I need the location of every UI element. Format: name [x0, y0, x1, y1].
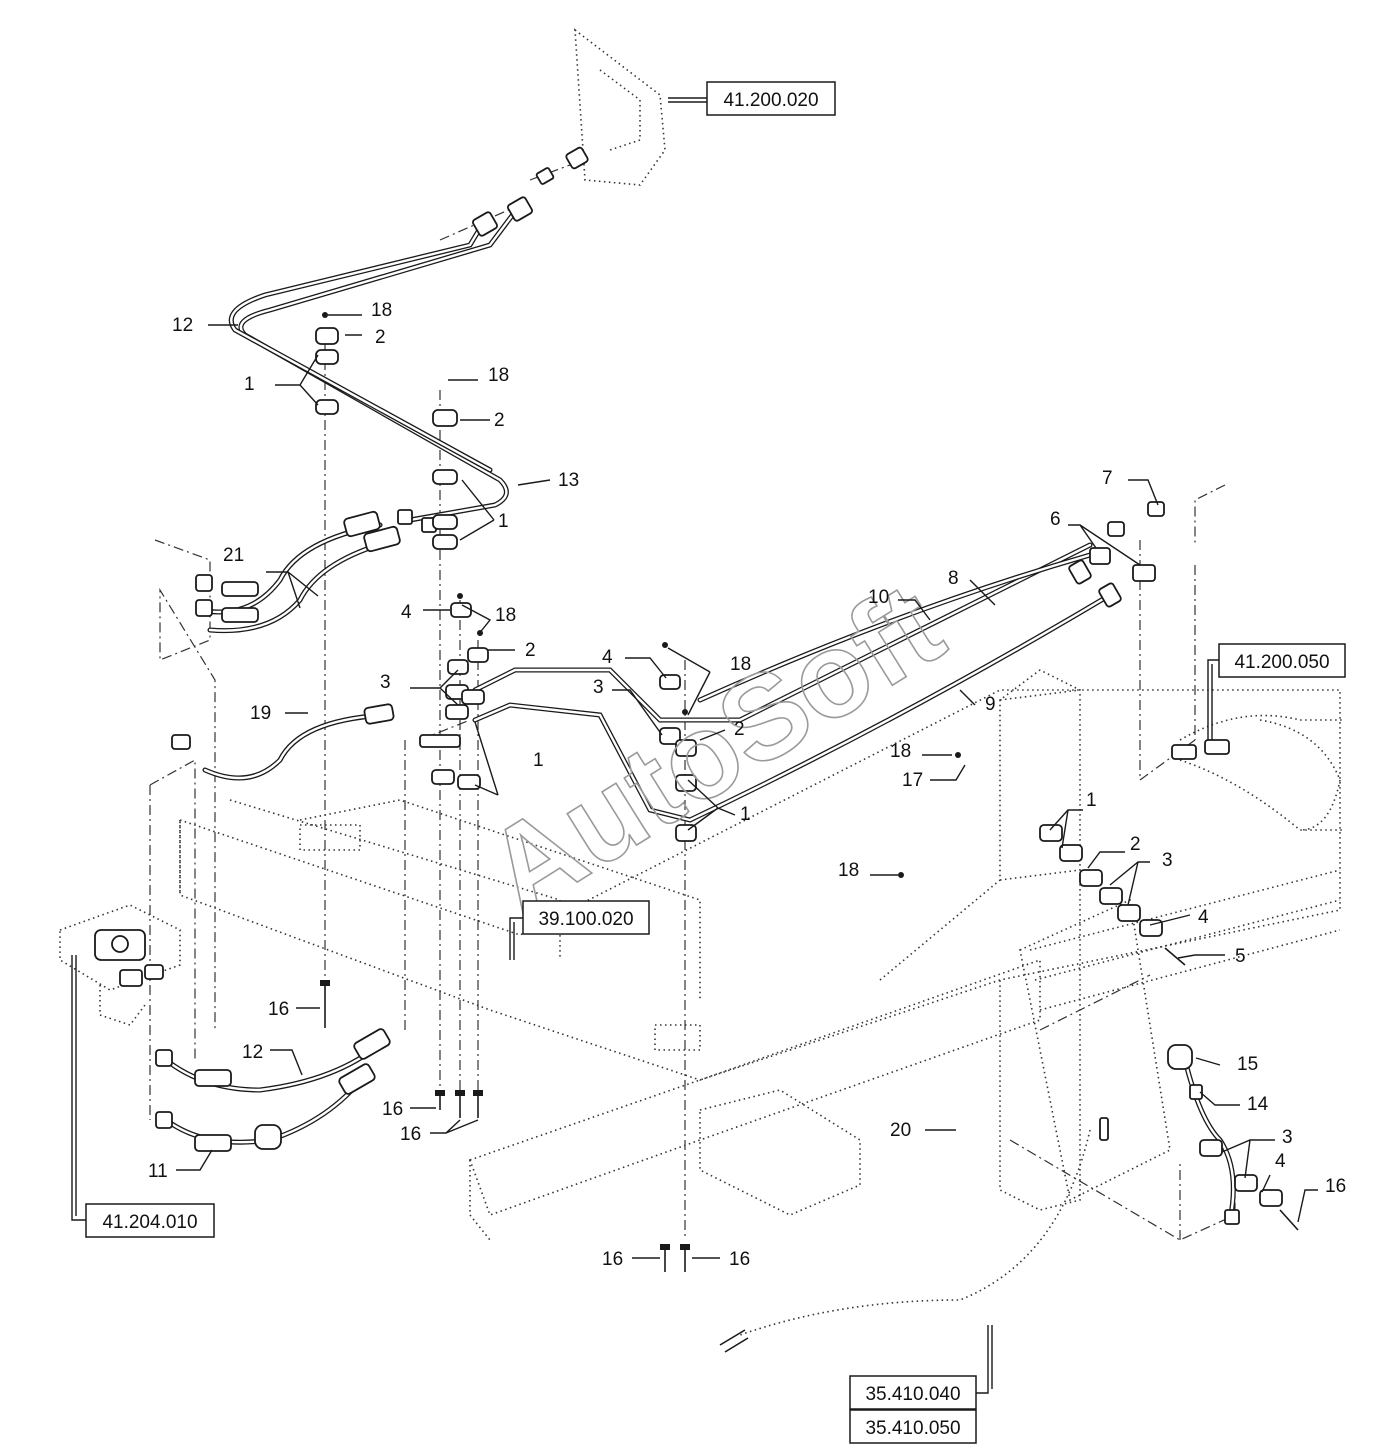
callout-number: 9 [985, 694, 996, 715]
callout-number: 1 [533, 750, 544, 771]
fittings-upper [119, 146, 1240, 1225]
callout-number: 1 [498, 511, 509, 532]
callout-number: 16 [400, 1124, 421, 1145]
callout-number: 1 [244, 374, 255, 395]
reference-label: 39.100.020 [538, 909, 633, 930]
callout-number: 16 [1325, 1176, 1346, 1197]
reference-leaders [71, 97, 1219, 1394]
callout-number: 18 [730, 654, 751, 675]
callout-number: 13 [558, 470, 579, 491]
callout-number: 4 [401, 602, 412, 623]
callout-number: 16 [382, 1099, 403, 1120]
callout-number: 18 [495, 605, 516, 626]
callout-number: 16 [729, 1249, 750, 1270]
callout-number: 18 [488, 365, 509, 386]
callout-number: 4 [602, 647, 613, 668]
reference-label: 35.410.040 [865, 1384, 960, 1405]
reference-label: 41.204.010 [102, 1212, 197, 1233]
callout-number: 21 [223, 545, 244, 566]
leader-lines [176, 314, 1318, 1259]
reference-label: 41.200.050 [1234, 652, 1329, 673]
callout-number: 16 [602, 1249, 623, 1270]
callout-number: 12 [242, 1042, 263, 1063]
callout-number: 14 [1247, 1094, 1269, 1115]
reference-box-35-410-050[interactable]: 35.410.050 [849, 1409, 977, 1444]
callout-number: 18 [890, 741, 911, 762]
bolts [320, 312, 1299, 1272]
callout-number: 2 [525, 640, 536, 661]
reference-box-41-200-020[interactable]: 41.200.020 [706, 81, 836, 116]
callout-number: 8 [948, 568, 959, 589]
callout-number: 3 [380, 672, 391, 693]
reference-box-35-410-040[interactable]: 35.410.040 [849, 1375, 977, 1410]
callout-number: 17 [902, 770, 923, 791]
callout-number: 19 [250, 703, 271, 724]
callout-number: 2 [494, 410, 505, 431]
reference-box-39-100-020[interactable]: 39.100.020 [522, 900, 650, 935]
callout-number: 15 [1237, 1054, 1258, 1075]
callout-number: 3 [593, 677, 604, 698]
callout-number: 16 [268, 999, 289, 1020]
callout-labels: 12 18 2 1 18 2 13 1 21 4 18 2 3 19 1 4 1… [148, 300, 1346, 1270]
callout-number: 3 [1162, 850, 1173, 871]
callout-number: 2 [375, 327, 386, 348]
reference-box-41-204-010[interactable]: 41.204.010 [85, 1203, 215, 1238]
callout-number: 6 [1050, 509, 1061, 530]
callout-number: 2 [734, 719, 745, 740]
callout-number: 18 [838, 860, 859, 881]
callout-number: 1 [740, 804, 751, 825]
callout-number: 11 [148, 1161, 168, 1182]
callout-number: 7 [1102, 468, 1113, 489]
callout-number: 4 [1275, 1151, 1286, 1172]
callout-number: 18 [371, 300, 392, 321]
reference-label: 41.200.020 [723, 90, 818, 111]
callout-number: 5 [1235, 946, 1246, 967]
reference-label: 35.410.050 [865, 1418, 960, 1439]
callout-number: 10 [868, 587, 889, 608]
callout-number: 2 [1130, 834, 1141, 855]
callout-number: 3 [1282, 1127, 1293, 1148]
reference-box-41-200-050[interactable]: 41.200.050 [1218, 643, 1346, 678]
callout-number: 12 [172, 315, 193, 336]
callout-number: 4 [1198, 907, 1209, 928]
callout-number: 1 [1086, 790, 1097, 811]
callout-number: 20 [890, 1120, 911, 1141]
